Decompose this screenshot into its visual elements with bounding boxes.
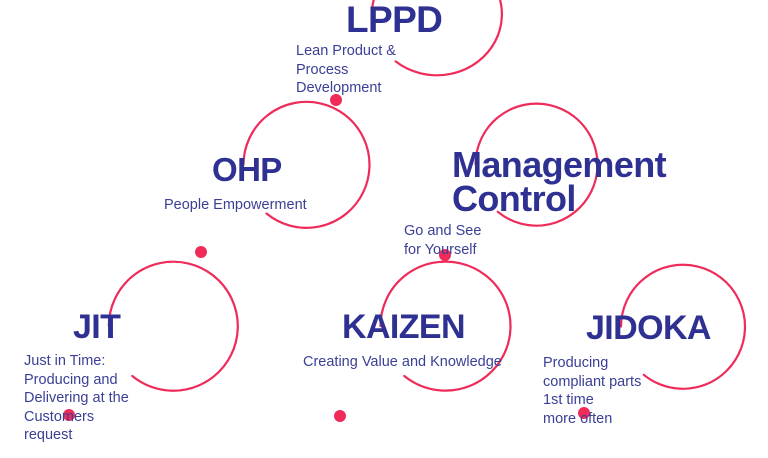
node-ohp[interactable]: OHP People Empowerment bbox=[144, 100, 371, 284]
node-subtitle-management-control: Go and See for Yourself bbox=[404, 223, 482, 258]
open-circle-arc-icon bbox=[63, 260, 239, 421]
node-subtitle-jidoka: Producing compliant parts 1st time more … bbox=[543, 355, 642, 427]
center-dot-icon bbox=[330, 94, 342, 106]
center-dot-icon bbox=[63, 409, 75, 421]
center-dot-icon bbox=[439, 249, 451, 261]
node-title-jidoka: JIDOKA bbox=[586, 309, 711, 347]
open-circle-arc-icon bbox=[334, 260, 512, 422]
center-dot-icon bbox=[334, 410, 346, 422]
open-circle-arc-icon bbox=[439, 102, 599, 261]
node-title-management-control: Management Control bbox=[452, 144, 667, 220]
node-jit[interactable]: JIT Just in Time: Producing and Deliveri… bbox=[7, 260, 239, 448]
center-dot-icon bbox=[578, 407, 590, 419]
node-subtitle-kaizen: Creating Value and Knowledge bbox=[303, 354, 502, 370]
open-circle-arc-icon bbox=[578, 263, 747, 419]
node-title-kaizen: KAIZEN bbox=[342, 308, 466, 346]
node-subtitle-ohp: People Empowerment bbox=[164, 197, 307, 213]
open-circle-arc-icon bbox=[330, 0, 503, 106]
node-lppd[interactable]: LPPD Lean Product & Process Development bbox=[268, 0, 503, 132]
node-management-control[interactable]: Management Control Go and See for Yourse… bbox=[379, 102, 667, 280]
node-jidoka[interactable]: JIDOKA Producing compliant parts 1st tim… bbox=[523, 263, 747, 444]
node-kaizen[interactable]: KAIZEN Creating Value and Knowledge bbox=[277, 260, 512, 448]
open-circle-arc-icon bbox=[195, 100, 371, 258]
node-title-lppd: LPPD bbox=[346, 0, 443, 40]
node-title-ohp: OHP bbox=[212, 151, 282, 188]
center-dot-icon bbox=[195, 246, 207, 258]
node-subtitle-jit: Just in Time: Producing and Delivering a… bbox=[24, 353, 129, 444]
node-title-jit: JIT bbox=[73, 308, 121, 346]
node-subtitle-lppd: Lean Product & Process Development bbox=[296, 43, 396, 97]
